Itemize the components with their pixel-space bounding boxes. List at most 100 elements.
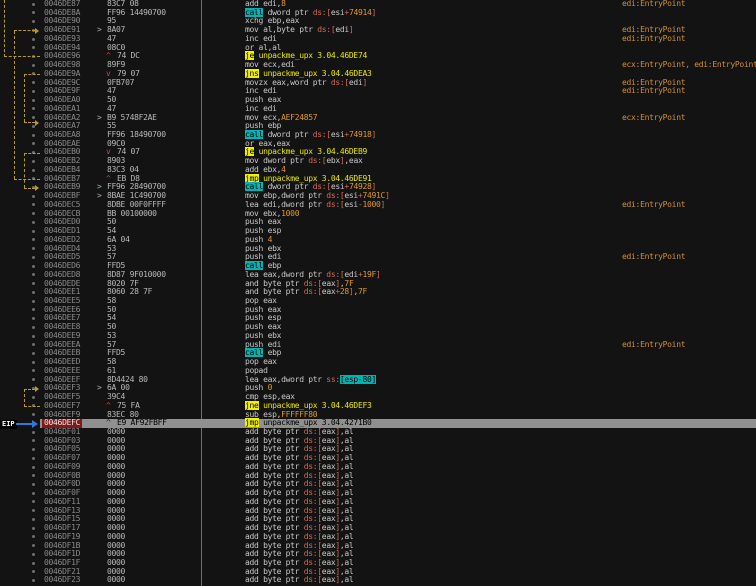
breakpoint-dot[interactable] xyxy=(32,515,37,524)
breakpoint-dot[interactable] xyxy=(32,498,37,507)
breakpoint-dot[interactable] xyxy=(32,542,37,551)
breakpoint-dot[interactable] xyxy=(32,183,37,192)
breakpoint-dot[interactable] xyxy=(32,341,37,350)
breakpoint-dot[interactable] xyxy=(32,166,37,175)
breakpoint-dot[interactable] xyxy=(32,306,37,315)
breakpoint-dot[interactable] xyxy=(32,96,37,105)
breakpoint-dot[interactable] xyxy=(32,489,37,498)
breakpoint-dot[interactable] xyxy=(32,122,37,131)
breakpoint-dot[interactable] xyxy=(32,201,37,210)
breakpoint-dot[interactable] xyxy=(32,245,37,254)
breakpoint-dot[interactable] xyxy=(32,157,37,166)
breakpoint-dot[interactable] xyxy=(32,533,37,542)
breakpoint-dot[interactable] xyxy=(32,297,37,306)
breakpoint-dot[interactable] xyxy=(32,114,37,123)
breakpoint-dot[interactable] xyxy=(32,323,37,332)
breakpoint-dot[interactable] xyxy=(32,35,37,44)
breakpoint-dot[interactable] xyxy=(32,559,37,568)
breakpoint-dot[interactable] xyxy=(32,236,37,245)
breakpoint-dot[interactable] xyxy=(32,44,37,53)
breakpoint-dot[interactable] xyxy=(32,445,37,454)
breakpoint-dot[interactable] xyxy=(32,288,37,297)
breakpoint-dot[interactable] xyxy=(32,280,37,289)
breakpoint-dot[interactable] xyxy=(32,384,37,393)
breakpoint-dot[interactable] xyxy=(32,87,37,96)
breakpoint-dot[interactable] xyxy=(32,105,37,114)
breakpoint-dot[interactable] xyxy=(32,393,37,402)
breakpoint-dot[interactable] xyxy=(32,262,37,271)
breakpoint-dot[interactable] xyxy=(32,17,37,26)
breakpoint-dot[interactable] xyxy=(32,524,37,533)
breakpoint-dot[interactable] xyxy=(32,454,37,463)
breakpoint-dot[interactable] xyxy=(32,550,37,559)
breakpoint-dot[interactable] xyxy=(32,349,37,358)
breakpoint-dot[interactable] xyxy=(32,0,37,9)
breakpoint-dot[interactable] xyxy=(32,576,37,585)
breakpoint-dot[interactable] xyxy=(32,472,37,481)
breakpoint-dot[interactable] xyxy=(32,9,37,18)
breakpoint-dot[interactable] xyxy=(32,192,37,201)
breakpoint-dot[interactable] xyxy=(32,411,37,420)
breakpoint-dot[interactable] xyxy=(32,79,37,88)
breakpoint-dot[interactable] xyxy=(32,140,37,149)
breakpoint-dot[interactable] xyxy=(32,480,37,489)
breakpoint-dot[interactable] xyxy=(32,428,37,437)
breakpoint-dot[interactable] xyxy=(32,437,37,446)
breakpoint-dot[interactable] xyxy=(32,52,37,61)
breakpoint-dot[interactable] xyxy=(32,568,37,577)
breakpoint-dot[interactable] xyxy=(32,131,37,140)
